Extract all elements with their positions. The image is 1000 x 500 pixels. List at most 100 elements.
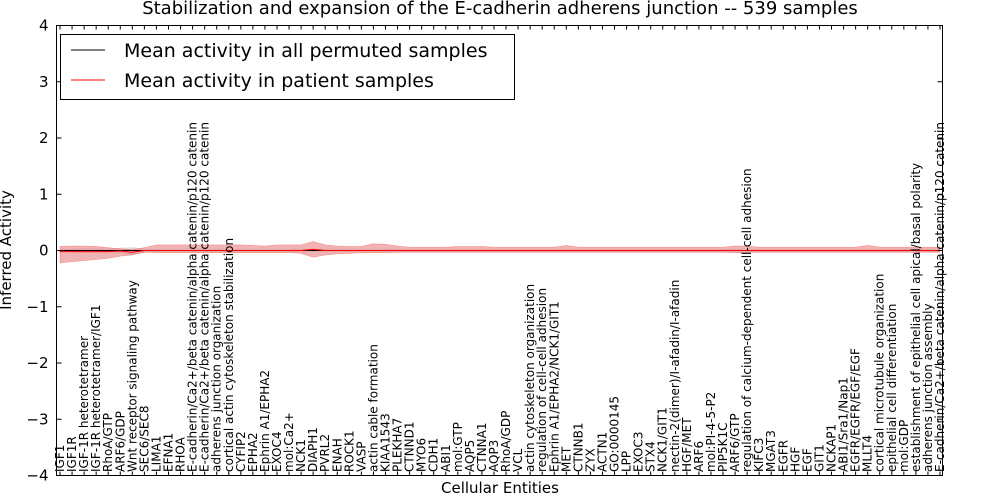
x-tick-label: LIMA1 <box>149 436 163 472</box>
x-tick-label: establishment of epithelial cell apical/… <box>909 163 923 472</box>
x-tick-label: CTNND1 <box>403 421 417 472</box>
series-1-point-21 <box>312 248 314 250</box>
series-1-point-22 <box>324 250 326 251</box>
series-1-point-53 <box>698 250 700 251</box>
x-tick-label: ARF6/GDP <box>113 411 127 472</box>
y-tick-label: −3 <box>26 410 48 428</box>
x-tick-label: CTNNA1 <box>475 422 489 472</box>
series-1-point-28 <box>397 250 399 251</box>
series-1-point-0 <box>59 251 61 253</box>
x-tick-label: mol:Ca2+ <box>282 412 296 472</box>
x-tick-label: ABI1 <box>439 444 453 472</box>
series-1-point-30 <box>421 250 423 251</box>
x-tick-label: IGF1 <box>53 445 67 472</box>
x-tick-label: ROCK1 <box>342 430 356 472</box>
x-axis-title: Cellular Entities <box>441 479 559 497</box>
series-1-point-18 <box>276 250 278 251</box>
x-tick-label: ACTN1 <box>595 432 609 472</box>
series-1-point-70 <box>903 250 905 251</box>
series-1-point-71 <box>915 250 917 251</box>
y-tick-label: −2 <box>26 354 48 372</box>
x-tick-label: E-cadherin/Ca2+/beta catenin/alpha caten… <box>933 122 947 472</box>
x-tick-label: epithelial cell differentiation <box>885 304 899 472</box>
x-tick-label: MGAT3 <box>764 430 778 472</box>
x-tick-label: adherens junction organization <box>210 286 224 472</box>
x-tick-label: NCK1 <box>294 439 308 472</box>
x-tick-label: MYO6 <box>415 438 429 472</box>
series-1-point-61 <box>794 250 796 251</box>
x-tick-label: mol:GDP <box>897 420 911 472</box>
series-1-point-9 <box>167 250 169 251</box>
x-tick-label: PVRL2 <box>318 434 332 472</box>
series-1-point-66 <box>855 250 857 251</box>
series-1-point-31 <box>433 250 435 251</box>
series-0-point-2 <box>83 250 85 251</box>
series-1-point-38 <box>517 250 519 251</box>
x-tick-label: LPP <box>620 451 634 472</box>
x-tick-label: E-cadherin/Ca2+/beta catenin/alpha caten… <box>198 122 212 472</box>
x-tick-label: PIP5K1C <box>716 422 730 472</box>
series-1-point-33 <box>457 250 459 251</box>
series-1-point-48 <box>638 250 640 251</box>
x-tick-label: IGF-1R heterotetramer/IGF1 <box>89 305 103 472</box>
x-tick-label: CYFIP2 <box>234 431 248 472</box>
series-1-point-11 <box>192 250 194 251</box>
x-tick-label: ZYX <box>583 448 597 472</box>
series-1-point-16 <box>252 250 254 251</box>
series-0-point-21 <box>312 250 314 251</box>
series-1-point-40 <box>541 250 543 251</box>
series-1-point-39 <box>529 250 531 251</box>
x-tick-label: ENAH <box>330 438 344 472</box>
series-1-point-41 <box>553 250 555 251</box>
series-1-point-26 <box>372 250 374 251</box>
x-tick-label: Wnt receptor signaling pathway <box>125 280 139 472</box>
series-1-point-37 <box>505 250 507 251</box>
x-tick-label: ARF6/GTP <box>728 413 742 472</box>
series-1-point-24 <box>348 250 350 251</box>
series-1-point-65 <box>843 250 845 251</box>
series-0-point-3 <box>95 250 97 251</box>
series-1-point-4 <box>107 251 109 253</box>
x-tick-label: NCKAP1 <box>825 424 839 472</box>
x-tick-label: STX4 <box>644 441 658 472</box>
y-axis-title: Inferred Activity <box>0 190 15 310</box>
series-1-point-32 <box>445 250 447 251</box>
series-1-point-52 <box>686 250 688 251</box>
legend: Mean activity in all permuted samples Me… <box>60 34 515 100</box>
series-0-point-1 <box>71 250 73 251</box>
x-tick-label: EFNA1 <box>161 433 175 472</box>
series-1-point-17 <box>264 250 266 251</box>
series-1-point-13 <box>216 250 218 251</box>
series-1-point-63 <box>818 250 820 251</box>
x-tick-label: ABI1/Sra1/Nap1 <box>837 377 851 472</box>
series-1-point-27 <box>384 250 386 251</box>
y-tick-label: 2 <box>39 129 49 147</box>
x-tick-label: VCL <box>511 448 525 472</box>
x-tick-label: actin cable formation <box>366 344 380 472</box>
x-tick-label: regulation of calcium-dependent cell-cel… <box>740 168 754 472</box>
series-1-point-35 <box>481 250 483 251</box>
series-1-point-1 <box>71 251 73 253</box>
x-tick-label: MLLT4 <box>861 435 875 472</box>
series-1-point-46 <box>614 250 616 251</box>
series-1-point-68 <box>879 250 881 251</box>
series-1-point-34 <box>469 250 471 251</box>
x-tick-label: CTNNB1 <box>571 422 585 472</box>
x-tick-label: GIT1 <box>812 444 826 472</box>
x-tick-label: EGFR/EGFR/EGF/EGF <box>849 348 863 472</box>
series-1-point-64 <box>831 250 833 251</box>
x-tick-label: KIAA1543 <box>378 413 392 472</box>
x-tick-label: NCK1/GIT1 <box>656 407 670 472</box>
series-1-point-45 <box>601 250 603 251</box>
x-tick-label: PLEKHA7 <box>391 418 405 472</box>
series-1-point-12 <box>204 250 206 251</box>
x-tick-label: AQP5 <box>463 440 477 472</box>
series-1-point-2 <box>83 251 85 253</box>
x-tick-label: E-cadherin/Ca2+/beta catenin/alpha caten… <box>186 122 200 472</box>
x-tick-label: RhoA/GDP <box>499 411 513 472</box>
x-tick-label: HGF/MET <box>680 417 694 472</box>
legend-box <box>60 34 515 100</box>
series-0-point-4 <box>107 250 109 251</box>
plot-bands <box>59 241 941 264</box>
